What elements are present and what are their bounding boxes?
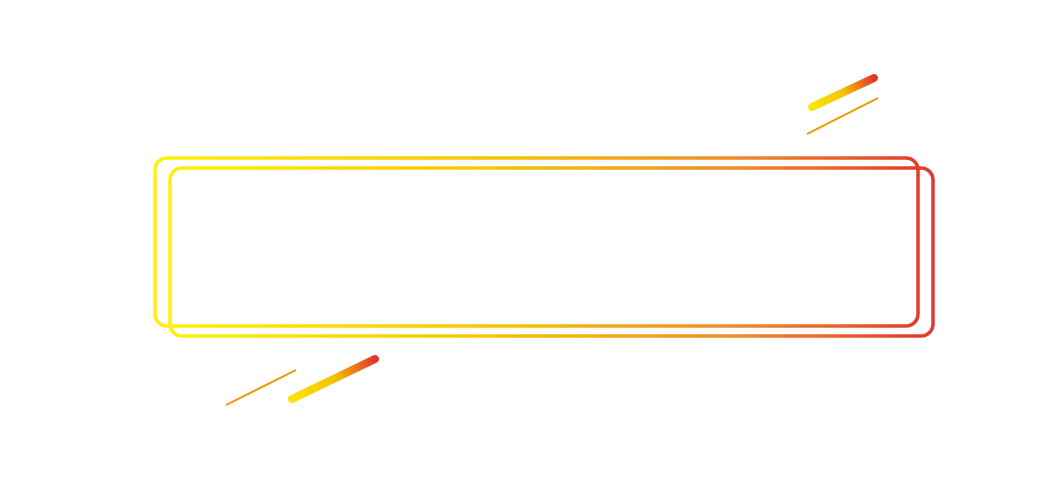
top-thick-slash — [808, 74, 878, 111]
front-frame-outline — [168, 166, 935, 338]
back-frame-outline — [153, 156, 920, 328]
bottom-thick-slash — [288, 355, 379, 403]
top-thin-slash — [806, 97, 879, 135]
bottom-thin-slash — [225, 369, 297, 406]
